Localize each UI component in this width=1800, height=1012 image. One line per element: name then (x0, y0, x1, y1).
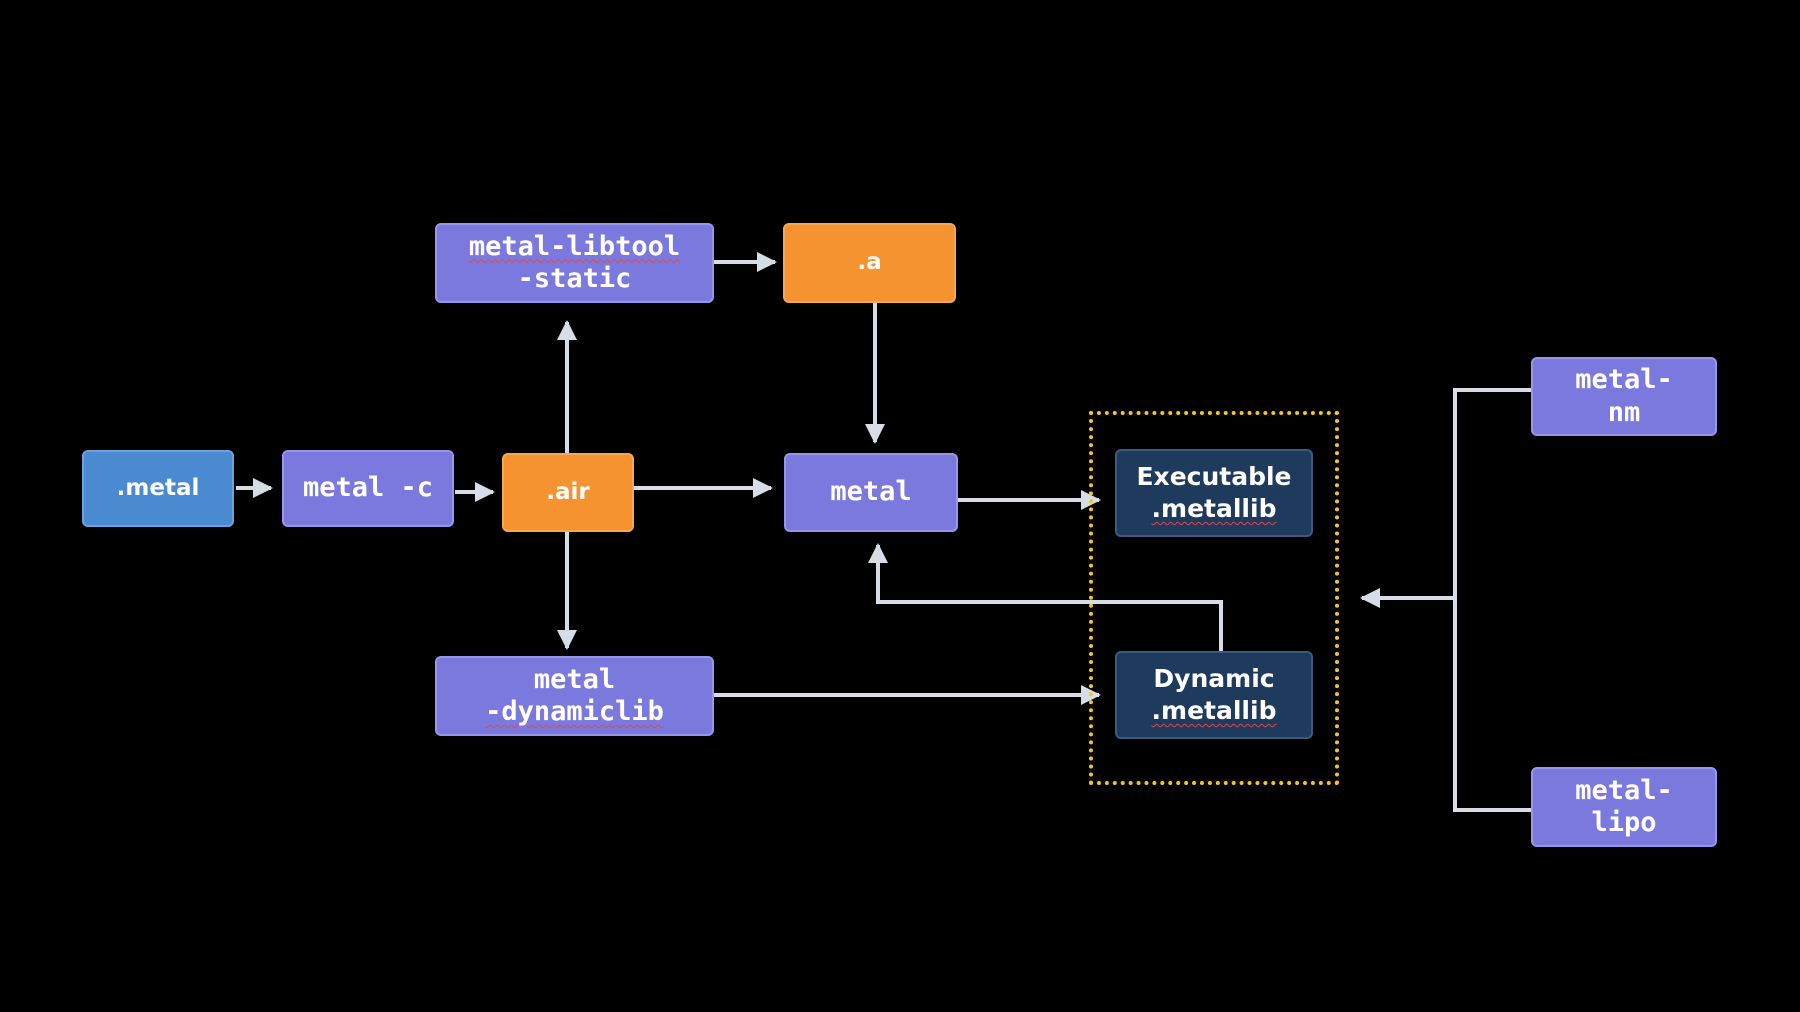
arrow-dynamic-to-metal (868, 543, 1223, 651)
dynamiclib-line1: metal (533, 663, 616, 695)
dynamic-line2: .metallib (1151, 696, 1277, 725)
dynamic-line1: Dynamic (1153, 663, 1275, 693)
metal-nm-line2: nm (1607, 396, 1641, 428)
libtool-line1: metal-libtool (468, 230, 681, 262)
libtool-line2: -static (517, 263, 632, 294)
dynamiclib-node[interactable]: metal -dynamiclib (435, 656, 714, 736)
bracket-tools (1453, 388, 1531, 812)
static-archive-node[interactable]: .a (783, 223, 956, 303)
executable-line1: Executable (1136, 461, 1292, 491)
metallib-group-highlight (1089, 411, 1339, 785)
metal-source-label: .metal (116, 474, 200, 501)
metal-source-node[interactable]: .metal (82, 450, 234, 527)
dynamiclib-line2: -dynamiclib (485, 696, 664, 727)
metal-link-label: metal (830, 476, 912, 508)
metal-lipo-line2: lipo (1591, 807, 1657, 838)
static-archive-label: .a (857, 249, 882, 276)
air-node[interactable]: .air (502, 453, 634, 532)
dynamic-metallib-node[interactable]: Dynamic .metallib (1115, 651, 1313, 739)
metal-link-node[interactable]: metal (784, 453, 958, 532)
metal-lipo-line1: metal- (1575, 774, 1673, 806)
executable-metallib-node[interactable]: Executable .metallib (1115, 449, 1313, 537)
metal-lipo-node[interactable]: metal- lipo (1531, 767, 1717, 847)
libtool-static-node[interactable]: metal-libtool -static (435, 223, 714, 303)
executable-line2: .metallib (1151, 494, 1277, 523)
metal-compile-label: metal -c (302, 472, 434, 504)
metal-nm-line1: metal- (1575, 364, 1673, 396)
air-label: .air (546, 478, 590, 505)
metal-compile-node[interactable]: metal -c (282, 450, 454, 527)
metal-nm-node[interactable]: metal- nm (1531, 357, 1717, 436)
